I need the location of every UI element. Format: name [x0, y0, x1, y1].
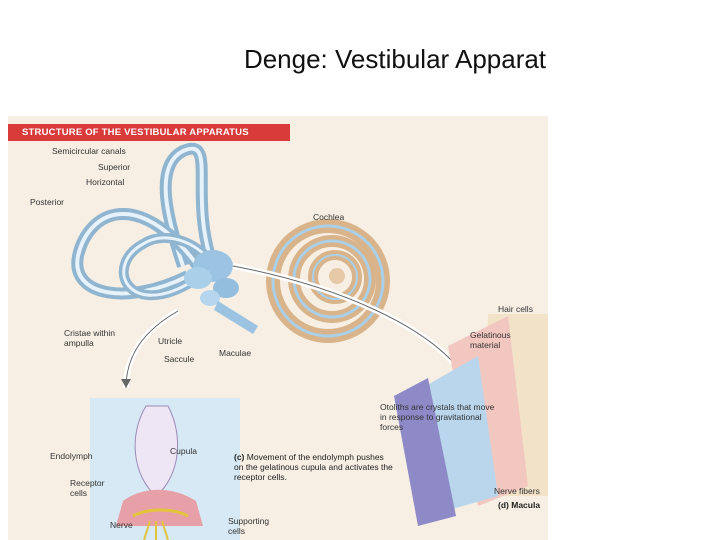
label-semicircular-canals: Semicircular canals [52, 146, 126, 156]
label-maculae: Maculae [219, 348, 252, 358]
label-nerve-fibers: Nerve fibers [494, 486, 540, 496]
caption-d-letter: (d) [498, 500, 509, 510]
label-otoliths: Otoliths are crystals that move in respo… [380, 402, 495, 432]
vestibular-illustration [71, 142, 548, 540]
label-superior: Superior [98, 162, 131, 172]
figure-header: STRUCTURE OF THE VESTIBULAR APPARATUS [8, 124, 290, 141]
label-cristae: Cristae within ampulla [64, 328, 116, 348]
caption-d-text: Macula [511, 500, 541, 510]
label-receptor-cells: Receptor cells [70, 478, 105, 498]
label-saccule: Saccule [164, 354, 195, 364]
label-nerve: Nerve [110, 520, 133, 530]
caption-c: (c) Movement of the endolymph pushes on … [234, 452, 394, 482]
caption-d: (d) Macula [498, 500, 540, 510]
macula-panel-art [394, 314, 548, 526]
label-utricle: Utricle [158, 336, 183, 346]
crista-panel-art [90, 398, 240, 540]
arrow-to-cupula [123, 308, 180, 389]
caption-c-letter: (c) [234, 452, 245, 462]
slide-title: Denge: Vestibular Apparat [243, 44, 547, 74]
label-hair-cells: Hair cells [498, 304, 533, 314]
label-endolymph: Endolymph [50, 451, 93, 461]
semicircular-canals-art [71, 142, 219, 301]
label-cupula: Cupula [170, 446, 197, 456]
vestibule-art [184, 250, 258, 334]
label-supporting-cells: Supporting cells [228, 516, 270, 536]
label-cochlea: Cochlea [313, 212, 345, 222]
vestibular-figure: STRUCTURE OF THE VESTIBULAR APPARATUS Se… [8, 116, 548, 540]
label-horizontal: Horizontal [86, 177, 125, 187]
label-gelatinous: Gelatinous material [470, 330, 511, 350]
label-posterior: Posterior [30, 197, 65, 207]
caption-c-text: Movement of the endolymph pushes on the … [234, 452, 393, 482]
